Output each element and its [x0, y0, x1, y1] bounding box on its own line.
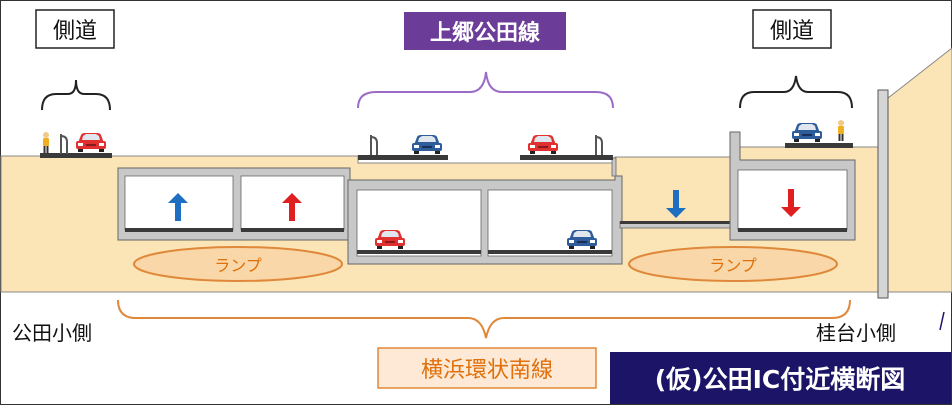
main-road-label-box: [404, 12, 566, 50]
side-road-left-label-box: [35, 9, 115, 49]
main-road-label: 上郷公田線: [430, 20, 540, 46]
pointer-line: [939, 311, 945, 331]
brace-side-road-right: [739, 75, 853, 109]
brace-side-road-left: [41, 79, 111, 111]
kuden-side-label: 公田小側: [12, 321, 92, 345]
open-cut-ramp: [619, 221, 734, 229]
ring-road-label-box: [377, 347, 597, 389]
side-road-left-surface: [40, 153, 112, 158]
ramp-label-left: ランプ: [214, 256, 262, 275]
side-road-left-label: 側道: [53, 19, 97, 44]
brace-ring-road: [117, 299, 851, 339]
brace-main-road: [357, 71, 614, 109]
figure-title: (仮)公田IC付近横断図: [655, 365, 906, 394]
figure-title-box: [610, 352, 951, 404]
main-road-surface-left: [358, 155, 448, 160]
ramp-label-right: ランプ: [709, 256, 757, 275]
ring-road-label: 横浜環状南線: [421, 358, 553, 383]
mainline-tunnel: [347, 157, 623, 265]
katsuradai-side-label: 桂台小側: [816, 321, 896, 345]
main-road-surface-right: [520, 155, 613, 160]
side-road-right-surface: [785, 143, 853, 148]
side-road-right-label-box: [752, 9, 832, 49]
ramp-ellipse-left: [133, 246, 343, 282]
side-road-right-label: 側道: [770, 19, 814, 44]
ramp-ellipse-right: [628, 246, 838, 282]
ramp-tunnel-left: [117, 167, 351, 241]
retaining-wall: [877, 89, 889, 299]
